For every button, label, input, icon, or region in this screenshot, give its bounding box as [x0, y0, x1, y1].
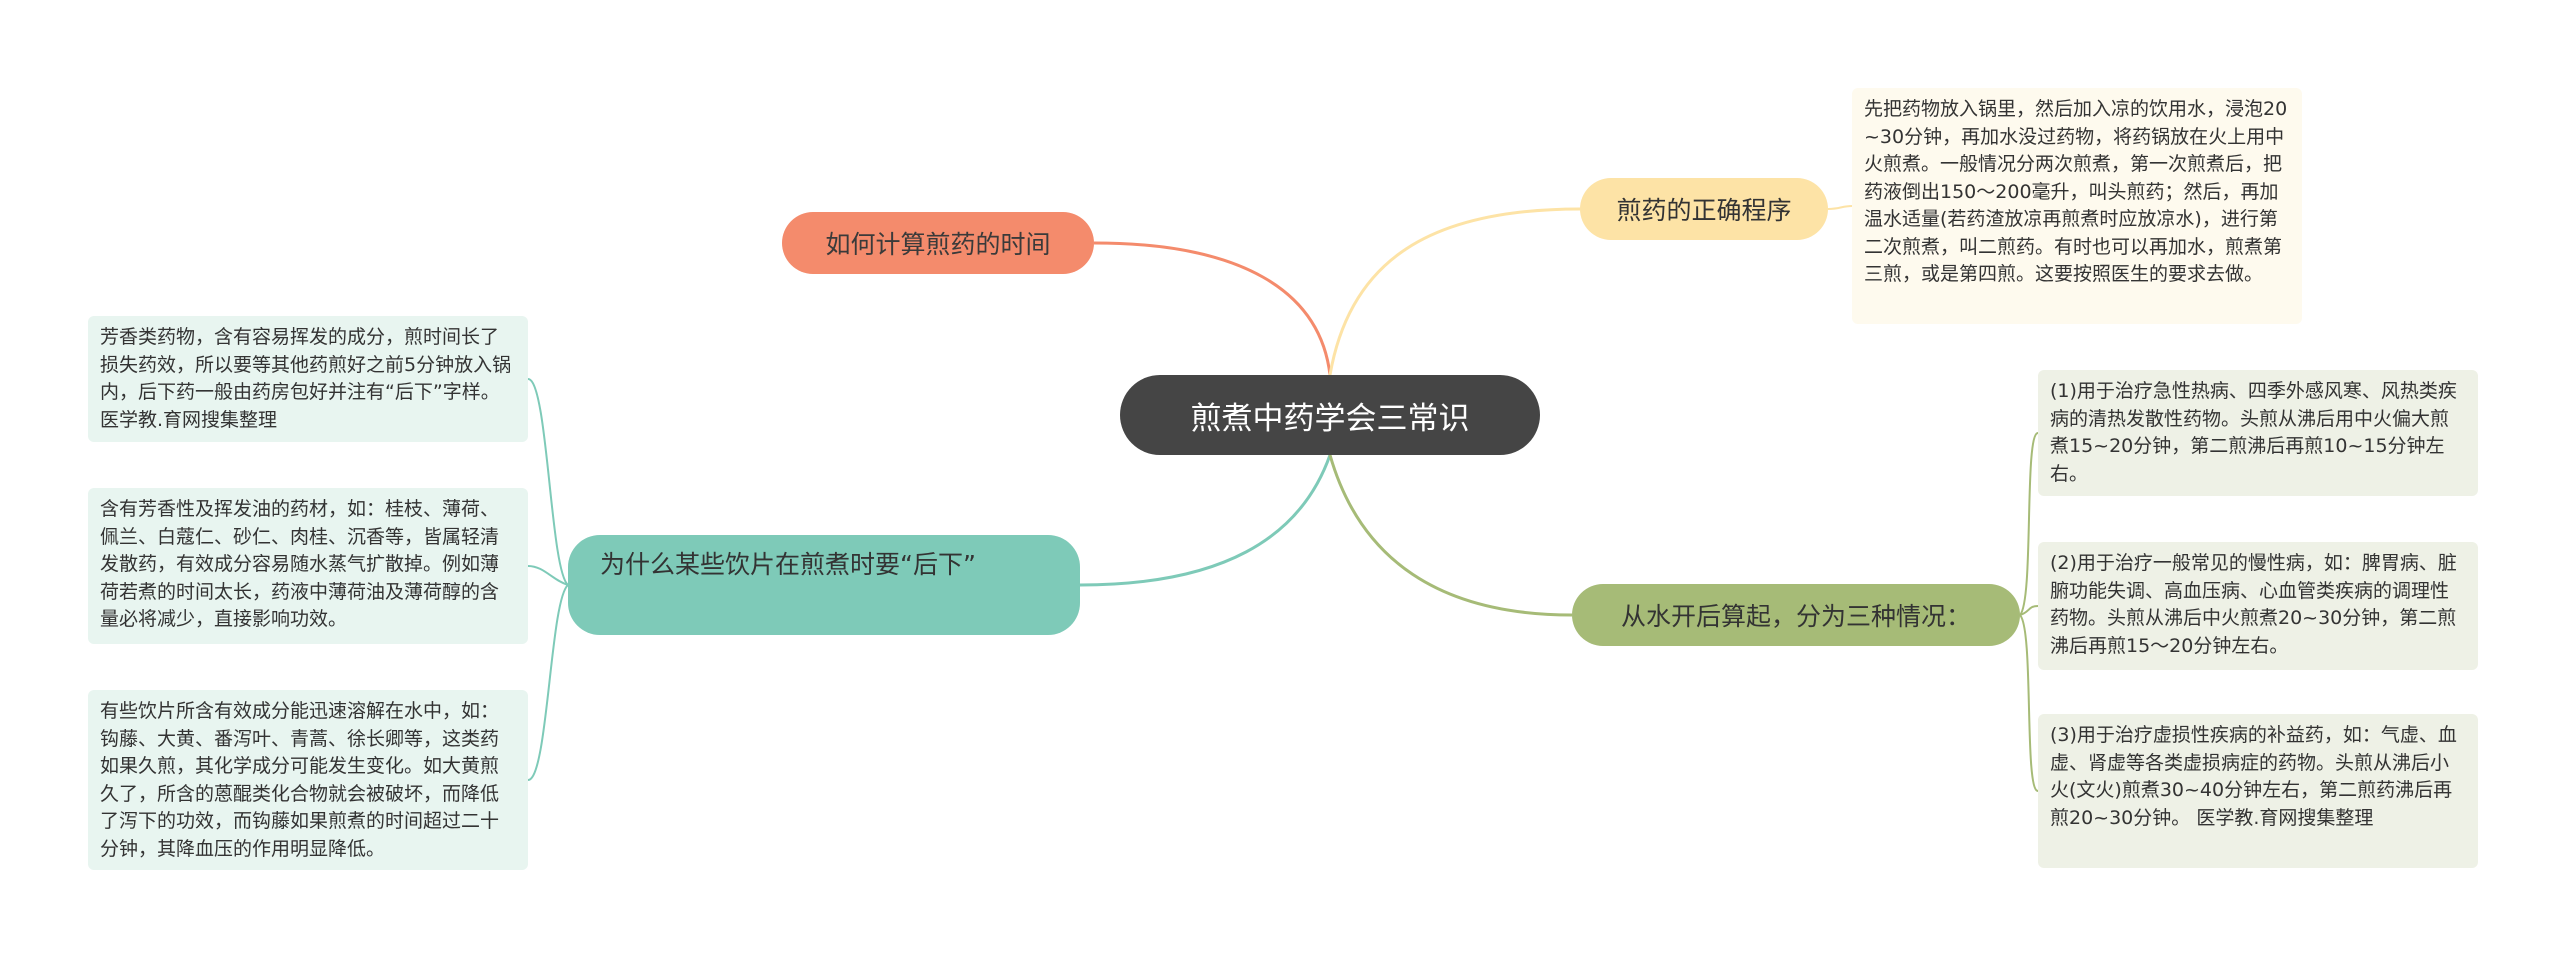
- edge-root-time: [1093, 241, 1332, 376]
- topic-procedure-label: 煎药的正确程序: [1616, 196, 1792, 225]
- three-detail-2-text: (2)用于治疗一般常见的慢性病，如：脾胃病、脏腑功能失调、高血压病、心血管类疾病…: [2050, 552, 2457, 657]
- three-detail-3[interactable]: (3)用于治疗虚损性疾病的补益药，如：气虚、血虚、肾虚等各类虚损病症的药物。头煎…: [2038, 714, 2478, 868]
- three-detail-2[interactable]: (2)用于治疗一般常见的慢性病，如：脾胃病、脏腑功能失调、高血压病、心血管类疾病…: [2038, 542, 2478, 670]
- edge-three-d2: [2019, 605, 2039, 616]
- why-detail-2-text: 含有芳香性及挥发油的药材，如：桂枝、薄荷、佩兰、白蔻仁、砂仁、肉桂、沉香等，皆属…: [100, 498, 500, 630]
- topic-three-label: 从水开后算起，分为三种情况：: [1620, 602, 1971, 631]
- why-detail-2[interactable]: 含有芳香性及挥发油的药材，如：桂枝、薄荷、佩兰、白蔻仁、砂仁、肉桂、沉香等，皆属…: [88, 488, 528, 644]
- edge-root-three: [1328, 454, 1573, 617]
- topic-time-label: 如何计算煎药的时间: [825, 230, 1051, 259]
- edge-root-procedure: [1328, 207, 1581, 376]
- edge-procedure-detail: [1827, 205, 1853, 210]
- why-detail-1[interactable]: 芳香类药物，含有容易挥发的成分，煎时间长了损失药效，所以要等其他药煎好之前5分钟…: [88, 316, 528, 442]
- why-detail-3-text: 有些饮片所含有效成分能迅速溶解在水中，如：钩藤、大黄、番泻叶、青蒿、徐长卿等，这…: [100, 700, 500, 860]
- root-title: 煎煮中药学会三常识: [1190, 400, 1470, 437]
- topic-procedure[interactable]: 煎药的正确程序: [1580, 178, 1828, 240]
- three-detail-3-text: (3)用于治疗虚损性疾病的补益药，如：气虚、血虚、肾虚等各类虚损病症的药物。头煎…: [2050, 724, 2457, 829]
- three-detail-1[interactable]: (1)用于治疗急性热病、四季外感风寒、风热类疾病的清热发散性药物。头煎从沸后用中…: [2038, 370, 2478, 496]
- edge-root-why: [1079, 454, 1332, 587]
- edge-why-d1: [527, 378, 569, 586]
- why-detail-1-text: 芳香类药物，含有容易挥发的成分，煎时间长了损失药效，所以要等其他药煎好之前5分钟…: [100, 326, 512, 431]
- topic-why[interactable]: 为什么某些饮片在煎煮时要“后下”: [568, 535, 1080, 635]
- procedure-detail[interactable]: 先把药物放入锅里，然后加入凉的饮用水，浸泡20~30分钟，再加水没过药物，将药锅…: [1852, 88, 2302, 324]
- procedure-detail-text: 先把药物放入锅里，然后加入凉的饮用水，浸泡20~30分钟，再加水没过药物，将药锅…: [1864, 98, 2288, 285]
- why-detail-3[interactable]: 有些饮片所含有效成分能迅速溶解在水中，如：钩藤、大黄、番泻叶、青蒿、徐长卿等，这…: [88, 690, 528, 870]
- root-node[interactable]: 煎煮中药学会三常识: [1120, 375, 1540, 455]
- topic-three[interactable]: 从水开后算起，分为三种情况：: [1572, 584, 2020, 646]
- edge-why-d3: [527, 584, 569, 781]
- edge-three-d1: [2019, 432, 2039, 616]
- edge-three-d3: [2019, 614, 2039, 792]
- edge-why-d2: [527, 565, 569, 586]
- topic-why-label: 为什么某些饮片在煎煮时要“后下”: [600, 550, 976, 579]
- topic-time[interactable]: 如何计算煎药的时间: [782, 212, 1094, 274]
- three-detail-1-text: (1)用于治疗急性热病、四季外感风寒、风热类疾病的清热发散性药物。头煎从沸后用中…: [2050, 380, 2457, 485]
